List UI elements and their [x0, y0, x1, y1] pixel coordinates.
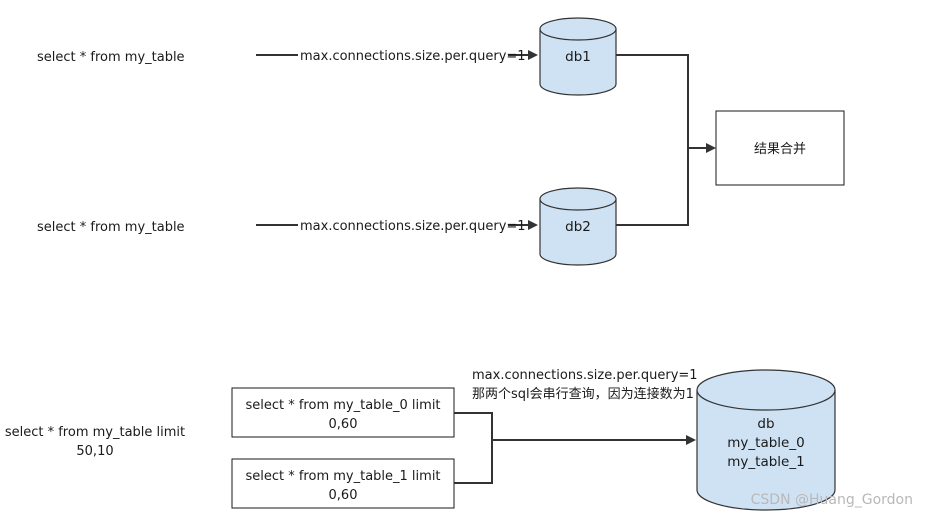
edge-label-1: max.connections.size.per.query=1	[300, 49, 526, 64]
db1-cylinder: db1	[539, 17, 617, 96]
edge-sub-b-db	[454, 440, 493, 484]
sub-query-a-box	[231, 387, 455, 438]
query-2-text: select * from my_table	[37, 220, 185, 235]
db-table-a: my_table_0	[727, 435, 804, 451]
source-query-line2: 50,10	[76, 444, 113, 459]
db-label: db	[757, 416, 774, 432]
sub-query-b-box	[231, 458, 455, 509]
sub-query-b-line1: select * from my_table_1 limit	[245, 469, 440, 484]
db2-cylinder: db2	[539, 187, 617, 266]
db1-label: db1	[565, 49, 591, 65]
edge-label-bg-2	[298, 216, 508, 234]
merge-label: 结果合并	[754, 142, 806, 157]
edge-db2-merge	[616, 148, 689, 226]
sub-query-b-line2: 0,60	[329, 488, 358, 503]
sub-query-a-line1: select * from my_table_0 limit	[245, 398, 440, 413]
sub-query-a-line2: 0,60	[329, 417, 358, 432]
edge-label-bg-1	[298, 46, 508, 64]
merge-box	[715, 110, 845, 186]
db-table-b: my_table_1	[727, 454, 804, 470]
edge-sub-a-db	[454, 412, 493, 440]
db2-label: db2	[565, 219, 591, 235]
watermark: CSDN @Huang_Gordon	[751, 492, 913, 508]
edge-db1-merge	[616, 54, 689, 148]
source-query-line1: select * from my_table limit	[5, 425, 185, 440]
query-1-text: select * from my_table	[37, 50, 185, 65]
db-cylinder: db my_table_0 my_table_1	[696, 369, 836, 511]
note-line1: max.connections.size.per.query=1	[472, 368, 698, 383]
note-line2: 那两个sql会串行查询，因为连接数为1	[472, 386, 694, 402]
edge-label-2: max.connections.size.per.query=1	[300, 219, 526, 234]
